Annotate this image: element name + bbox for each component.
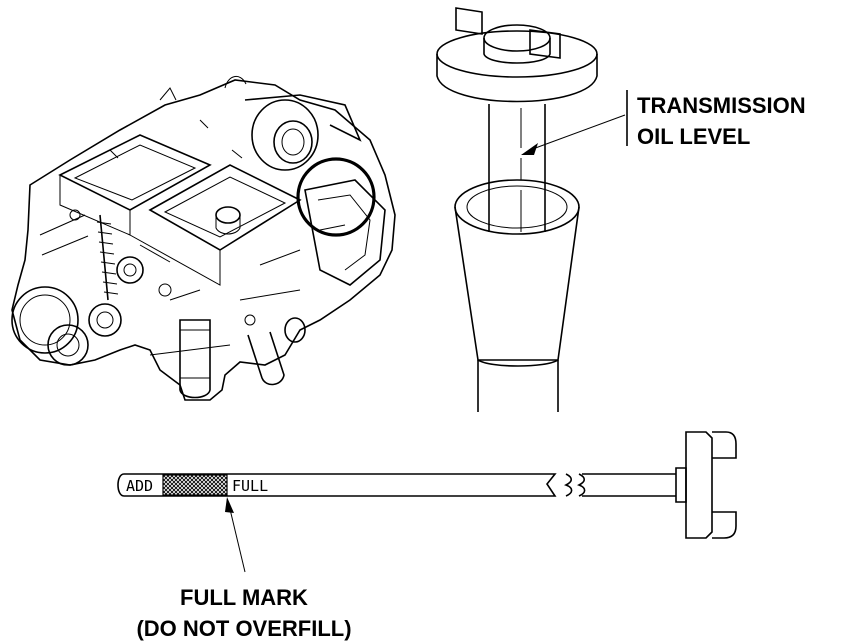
dipstick-add-text: ADD [126, 477, 153, 495]
full-mark-label-line2: (DO NOT OVERFILL) [136, 616, 351, 641]
dipstick-location-circle [296, 157, 376, 237]
transmission-label-line2: OIL LEVEL [637, 124, 750, 149]
engine-illustration [11, 76, 396, 401]
transmission-label-line1: TRANSMISSION [637, 93, 806, 118]
full-mark-label-line1: FULL MARK [180, 585, 308, 610]
full-range-hatch [162, 474, 228, 496]
horizontal-dipstick [117, 431, 737, 573]
dipstick-full-text: FULL [232, 477, 268, 495]
dipstick-cap-assembly [436, 7, 628, 412]
